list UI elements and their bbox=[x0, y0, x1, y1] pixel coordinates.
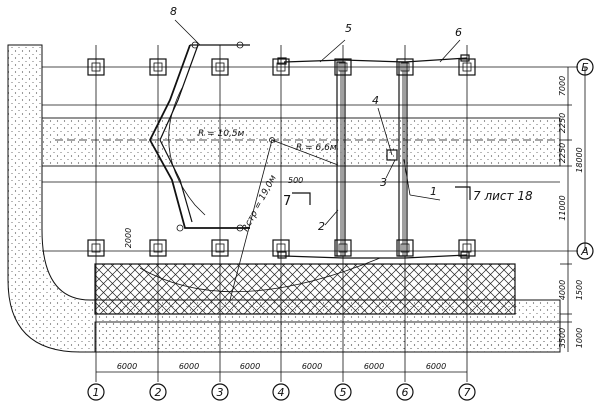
callout-leaders bbox=[174, 19, 461, 226]
column-axis-label-5: 5 bbox=[340, 386, 347, 399]
right-dim-1000: 1000 bbox=[575, 328, 584, 348]
callout-5: 5 bbox=[345, 22, 352, 35]
section-mark bbox=[292, 186, 471, 205]
bottom-dim-2: 6000 bbox=[179, 362, 199, 371]
section-mark-label: 7 bbox=[283, 194, 291, 209]
crane-arc-19 bbox=[139, 257, 381, 293]
column-axis-label-4: 4 bbox=[278, 386, 285, 399]
crane-beams bbox=[336, 61, 408, 257]
callout-3: 3 bbox=[380, 176, 387, 189]
crane-arc-10-5 bbox=[168, 87, 206, 216]
column-axis-label-1: 1 bbox=[93, 386, 100, 399]
right-dim-7000: 7000 bbox=[558, 76, 567, 96]
right-dim-2250-b: 2250 bbox=[558, 143, 567, 163]
callout-1: 1 bbox=[430, 185, 437, 198]
footings-row-A bbox=[87, 239, 476, 257]
radius-label-10-5: R = 10,5м bbox=[198, 129, 245, 139]
column-axis-label-3: 3 bbox=[217, 386, 224, 399]
sheet-ref-label: 7 лист 18 bbox=[473, 189, 533, 203]
row-axis-label-A: А bbox=[580, 245, 589, 258]
inner-dim-500: 500 bbox=[288, 176, 303, 185]
bottom-dim-6: 6000 bbox=[426, 362, 446, 371]
bottom-dim-4: 6000 bbox=[302, 362, 322, 371]
callout-4: 4 bbox=[372, 94, 379, 107]
bottom-dim-1: 6000 bbox=[117, 362, 137, 371]
right-dim-2250-a: 2250 bbox=[558, 113, 567, 133]
bottom-dim-5: 6000 bbox=[364, 362, 384, 371]
right-dimension-chain bbox=[560, 67, 586, 352]
column-axis-label-6: 6 bbox=[402, 386, 409, 399]
radius-label-19: Rстр = 19,0м bbox=[241, 174, 279, 234]
bottom-dim-3: 6000 bbox=[240, 362, 260, 371]
row-axis-label-B: Б bbox=[581, 61, 589, 74]
right-dim-4000: 4000 bbox=[558, 280, 567, 300]
callout-2: 2 bbox=[318, 220, 325, 233]
crane-outline bbox=[148, 41, 250, 232]
crosshatched-area bbox=[94, 263, 516, 315]
callout-8: 8 bbox=[170, 5, 177, 18]
right-dim-3500: 3500 bbox=[558, 328, 567, 348]
boom-lines bbox=[229, 137, 339, 301]
callout-6: 6 bbox=[455, 26, 462, 39]
left-dim-2000: 2000 bbox=[124, 228, 133, 248]
bottom-dotted-strip bbox=[94, 321, 561, 353]
cables bbox=[277, 54, 470, 259]
column-axis-label-2: 2 bbox=[155, 386, 162, 399]
right-dim-18000: 18000 bbox=[575, 147, 584, 172]
right-dim-11000: 11000 bbox=[558, 195, 567, 220]
radius-label-6-6: R = 6,6м bbox=[296, 143, 337, 153]
column-axis-label-7: 7 bbox=[464, 386, 471, 399]
column-axis-bubbles bbox=[87, 383, 476, 401]
vertical-axes bbox=[95, 45, 468, 382]
right-dim-1500: 1500 bbox=[575, 280, 584, 300]
middle-dotted-strip bbox=[41, 117, 561, 167]
footings-row-B bbox=[87, 58, 476, 76]
